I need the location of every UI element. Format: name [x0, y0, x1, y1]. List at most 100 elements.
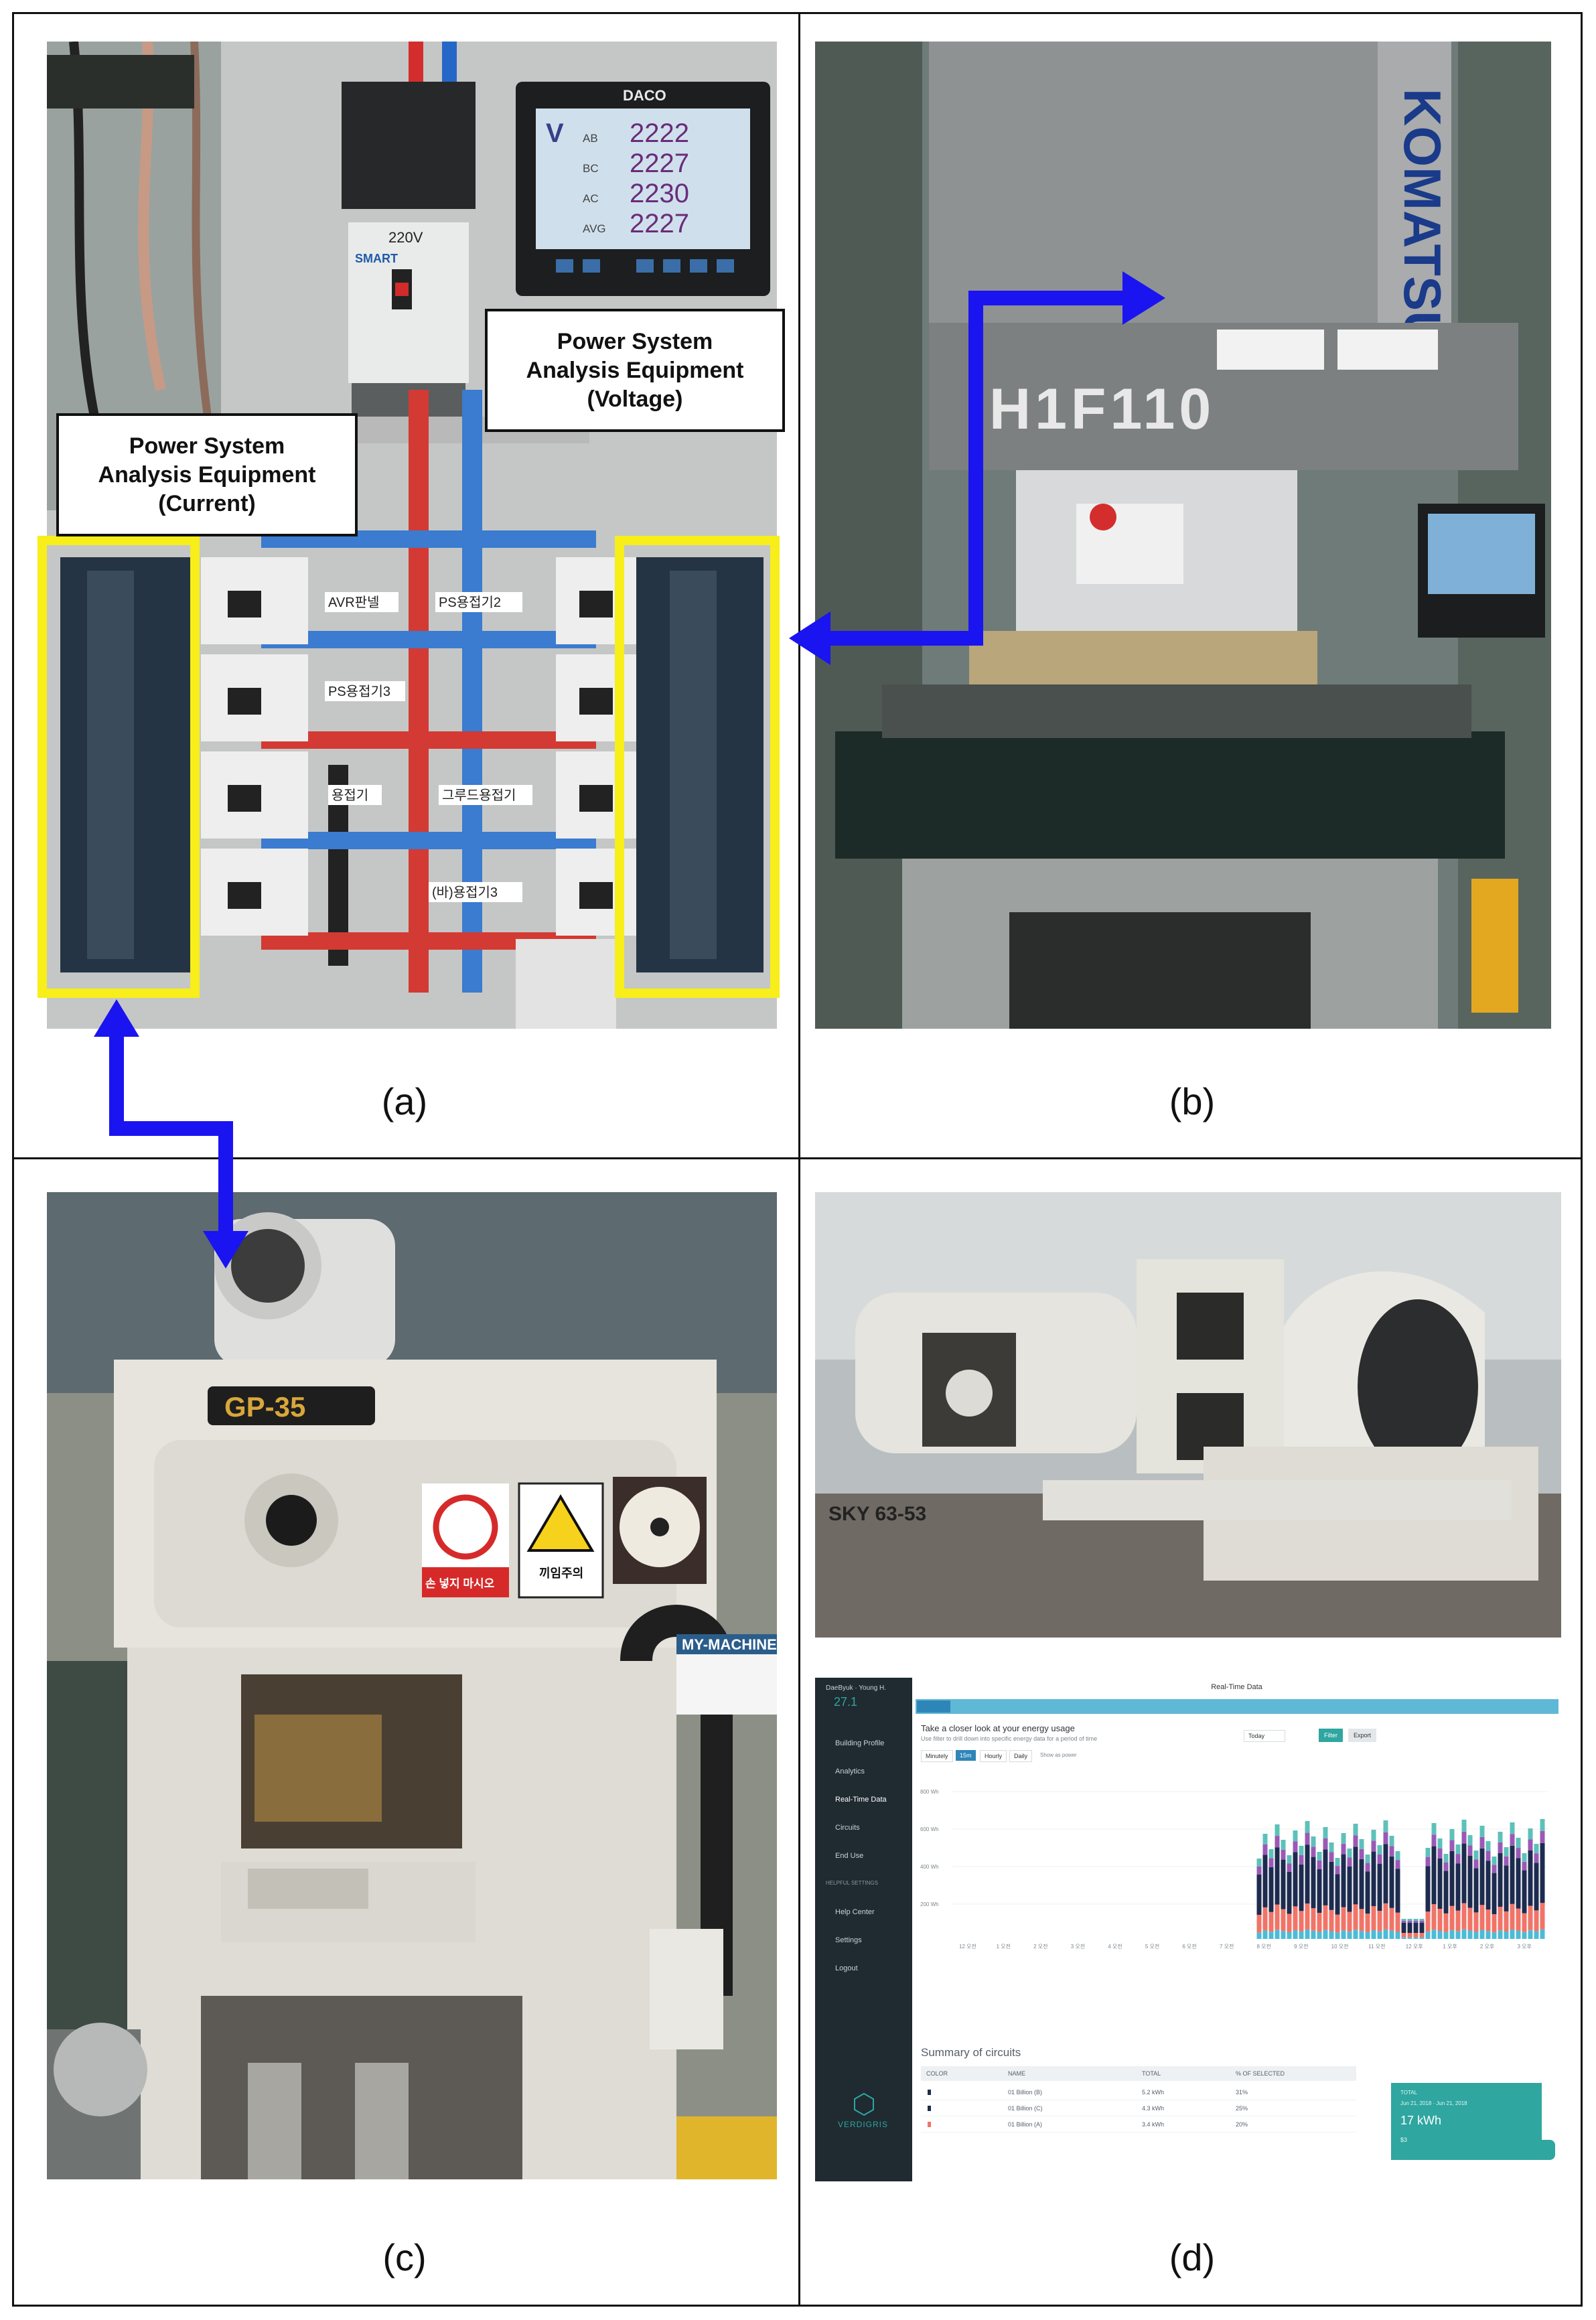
x-tick-label: 3 오전: [1071, 1943, 1085, 1950]
chart-bar-segment: [1256, 1859, 1262, 1867]
chart-bar-segment: [1401, 1937, 1406, 1939]
chart-bar-segment: [1365, 1932, 1370, 1939]
chart-bar-segment: [1492, 1932, 1497, 1939]
chart-bar-segment: [1528, 1851, 1533, 1906]
tab-minutely[interactable]: Minutely: [921, 1750, 953, 1762]
breaker-brand: SMART: [355, 252, 398, 265]
chart-bar-segment: [1299, 1864, 1304, 1911]
chart-bar-segment: [1383, 1844, 1388, 1903]
chart-bar-segment: [1377, 1931, 1382, 1939]
chart-bar-segment: [1449, 1905, 1455, 1930]
x-tick-label: 7 오전: [1220, 1943, 1234, 1950]
chart-bar-segment: [1317, 1869, 1322, 1913]
chart-bar-segment: [1419, 1919, 1425, 1921]
tab-daily[interactable]: Daily: [1009, 1750, 1033, 1762]
dash-subline: Use filter to drill down into specific e…: [921, 1735, 1098, 1742]
chart-bar-segment: [1413, 1921, 1419, 1923]
export-button[interactable]: Export: [1348, 1729, 1377, 1742]
chart-bar-segment: [1389, 1846, 1394, 1857]
tab-15m[interactable]: 15m: [956, 1750, 976, 1761]
dash-date-tab-active[interactable]: [917, 1700, 950, 1713]
chart-bar-segment: [1522, 1913, 1527, 1932]
chart-bar-segment: [1504, 1847, 1509, 1857]
chart-bar-segment: [1473, 1868, 1479, 1913]
panel-d-dashboard: DaeByuk · Young H. 27.1 Building Profile…: [815, 1678, 1561, 2181]
chart-bar-segment: [1425, 1932, 1431, 1939]
table-header-name: NAME: [1008, 2070, 1026, 2077]
chart-bar-segment: [1510, 1903, 1515, 1930]
sidebar-item-help-center[interactable]: Help Center: [835, 1908, 875, 1916]
chart-bar-segment: [1293, 1830, 1298, 1842]
chart-bar-segment: [1504, 1911, 1509, 1932]
gp35-press-illustration: GP-35 손 넣지 마시오 끼임주의 MY-MACHINE: [47, 1192, 777, 2179]
chart-bar-segment: [1335, 1858, 1340, 1867]
sidebar-section-label: HELPFUL SETTINGS: [826, 1880, 878, 1886]
sidebar-item-analytics[interactable]: Analytics: [835, 1767, 865, 1775]
callout-current-line-3: (Current): [158, 490, 256, 516]
chart-bar-segment: [1377, 1855, 1382, 1864]
sidebar-item-real-time-data[interactable]: Real-Time Data: [835, 1796, 887, 1804]
chart-bar-segment: [1419, 1921, 1425, 1923]
chart-bar-segment: [1485, 1861, 1491, 1910]
chart-bar-segment: [1395, 1851, 1400, 1861]
chart-bar-segment: [1389, 1856, 1394, 1908]
chart-bar-segment: [1492, 1914, 1497, 1933]
date-picker-button[interactable]: Today: [1244, 1730, 1286, 1742]
callout-voltage-line-2: Analysis Equipment: [526, 357, 744, 383]
chart-bar-segment: [1498, 1907, 1503, 1931]
figure-frame: [12, 12, 1583, 2307]
chart-bar-segment: [1510, 1834, 1515, 1846]
svg-text:V: V: [546, 119, 564, 148]
sidebar-item-circuits[interactable]: Circuits: [835, 1824, 860, 1832]
chart-bar-segment: [1461, 1831, 1467, 1844]
chart-bar-segment: [1492, 1857, 1497, 1865]
chart-bar-segment: [1437, 1909, 1443, 1931]
callout-voltage: Power System Analysis Equipment (Voltage…: [485, 309, 785, 432]
chart-bar-segment: [1347, 1867, 1352, 1912]
chart-bar-segment: [1262, 1930, 1268, 1939]
chart-bar-segment: [1449, 1851, 1455, 1906]
panel-c-photo: GP-35 손 넣지 마시오 끼임주의 MY-MACHINE: [47, 1192, 777, 2179]
chart-bar-segment: [1353, 1846, 1358, 1905]
chart-bar-segment: [1540, 1819, 1545, 1831]
toggle-show-as-power[interactable]: Show as power: [1040, 1752, 1077, 1758]
row-name: 01 Billion (C): [1008, 2105, 1043, 2112]
chart-bar-segment: [1281, 1859, 1286, 1909]
sidebar-item-settings[interactable]: Settings: [835, 1936, 862, 1944]
chart-bar-segment: [1323, 1930, 1328, 1939]
filter-button[interactable]: Filter: [1319, 1729, 1343, 1742]
x-tick-label: 12 오전: [959, 1943, 976, 1950]
caption-b: (b): [1169, 1080, 1216, 1122]
machine-brand-komatsu: KOMATSU: [1393, 88, 1452, 349]
chart-bar-segment: [1341, 1833, 1346, 1844]
sidebar-item-logout[interactable]: Logout: [835, 1964, 858, 1972]
chart-bar-segment: [1401, 1933, 1406, 1938]
chart-bar-segment: [1413, 1919, 1419, 1921]
chart-bar-segment: [1353, 1835, 1358, 1847]
chart-bar-segment: [1347, 1857, 1352, 1867]
chart-bar-segment: [1492, 1865, 1497, 1873]
verdigris-logo-icon: [854, 2093, 874, 2116]
chart-bar-segment: [1353, 1904, 1358, 1930]
chart-bar-segment: [1516, 1838, 1521, 1848]
chart-bar-segment: [1329, 1852, 1334, 1862]
sidebar-item-building-profile[interactable]: Building Profile: [835, 1739, 885, 1747]
meter-label-ab: AB: [583, 132, 598, 145]
chart-bar-segment: [1407, 1933, 1412, 1938]
chart-bar-segment: [1479, 1836, 1485, 1848]
chart-bar-segment: [1437, 1838, 1443, 1848]
chart-bar-segment: [1305, 1832, 1310, 1845]
meter-brand: DACO: [623, 87, 666, 104]
chart-bar-segment: [1365, 1913, 1370, 1932]
chart-bar-segment: [1293, 1841, 1298, 1853]
chat-button[interactable]: [1535, 2140, 1555, 2160]
caption-c: (c): [382, 2236, 427, 2278]
row-name: 01 Billion (A): [1008, 2121, 1043, 2128]
chart-bar-segment: [1443, 1913, 1449, 1932]
tab-hourly[interactable]: Hourly: [980, 1750, 1007, 1762]
chart-bar-segment: [1293, 1852, 1298, 1907]
sidebar-item-end-use[interactable]: End Use: [835, 1852, 864, 1860]
